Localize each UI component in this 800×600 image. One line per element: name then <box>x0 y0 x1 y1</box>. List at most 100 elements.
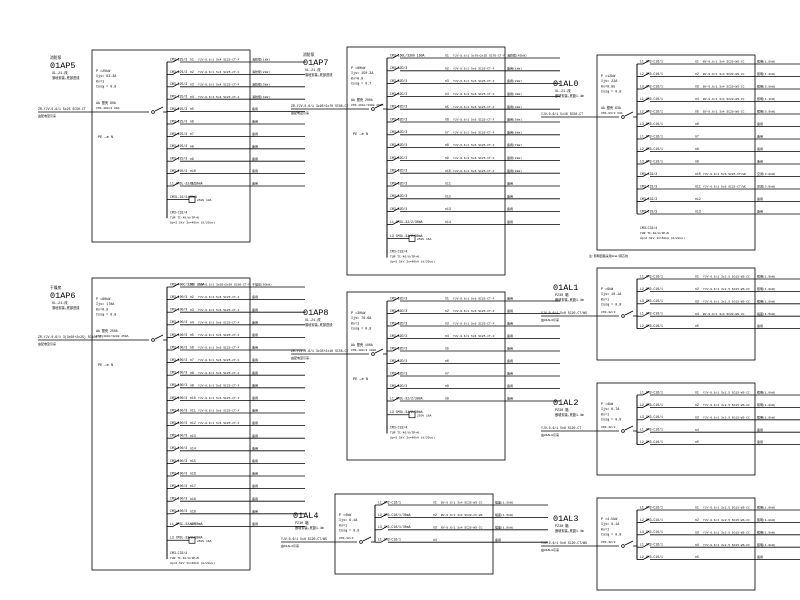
circuit-breaker-blade <box>392 220 400 225</box>
circuit-load-label: 空调(3.0kW) <box>757 171 776 176</box>
circuit-breaker-model: CM3-100/3 <box>170 408 187 412</box>
circuit-breaker-model: CM3-C32/3 <box>640 172 657 176</box>
circuit-number: n6 <box>190 120 194 124</box>
circuit-load-label: 消防泵(1kW) <box>252 57 270 62</box>
circuit-breaker-blade <box>392 92 400 97</box>
panel-enclosure <box>596 497 756 591</box>
circuit-breaker-blade <box>642 415 650 421</box>
circuit-load-label: 备用 <box>252 370 258 375</box>
circuit-load-label: 备用 <box>507 346 513 351</box>
circuit-breaker-blade <box>642 530 650 536</box>
circuit-load-label: 备用(6kW) <box>507 129 522 134</box>
circuit-breaker-blade <box>642 543 650 548</box>
circuit-number: n14 <box>445 220 451 224</box>
circuit-load-label: 备用 <box>252 420 258 425</box>
incoming-source-note: 由01AL0引来 <box>541 432 559 437</box>
circuit-breaker-model: L1 CM3-C16/1 <box>640 274 663 278</box>
incoming-source-note: 由配电室引来 <box>291 110 309 115</box>
main-switch-rating: CM3-32/3 <box>601 425 616 429</box>
circuit-cable-spec: YJV-0.6/1 3x95+2x50 SC80-CT-F <box>198 283 250 287</box>
circuit-load-label: 备用 <box>252 332 258 337</box>
circuit-breaker-model: CM3-32D/3 <box>390 207 407 211</box>
circuit-load-label: 备用(8kW) <box>507 155 522 160</box>
circuit-breaker-model: CM3-32D/3 <box>390 169 407 173</box>
circuit-breaker-model: L3 CM3-C16/1 <box>640 299 663 303</box>
circuit-number: n11 <box>445 182 451 186</box>
circuit-breaker-model: L2 CM3-C16/1/30mA <box>378 513 411 517</box>
circuit-breaker-blade <box>172 70 180 75</box>
circuit-breaker-model: L1 CM3-C16/1 <box>640 505 663 509</box>
main-breaker-blade <box>154 106 164 112</box>
load-parameter: Ijs= 76.6A <box>351 316 372 321</box>
circuit-cable-spec: YJV-0.6/1 5x6 SC25-CT-F <box>453 322 495 326</box>
circuit-number: n1 <box>190 58 194 62</box>
circuit-number: n12 <box>445 194 451 198</box>
main-breaker-label: AA 塑壳 63A <box>601 105 621 110</box>
circuit-load-label: 照明(1.0kW) <box>757 518 776 522</box>
circuit-number: n17 <box>190 484 196 488</box>
circuit-breaker-model: L1 CM3-C16/1 <box>378 500 401 504</box>
circuit-cable-spec: YJV-0.6/1 3x2.5 SC15-WS-CC <box>703 530 750 534</box>
circuit-number: n11 <box>190 409 196 413</box>
circuit-cable-spec: YJV-0.6/1 5x6 SC25-CT-F <box>453 334 495 338</box>
load-parameter: Kx=1 <box>96 80 104 84</box>
circuit-number: n9 <box>695 160 699 164</box>
circuit-breaker-blade <box>392 334 400 339</box>
main-breaker-contact-icon <box>371 352 375 356</box>
circuit-cable-spec: YJV-0.6/1 5x6 SC25-CT-F <box>198 308 240 312</box>
panel-id: 01AL2 <box>553 398 579 408</box>
circuit-breaker-model: CM3-32D/3 <box>390 321 407 325</box>
load-parameter: Ijs= 22A <box>601 79 618 84</box>
circuit-cable-spec: YJV-0.6/1 5x6 SC25-CT-F <box>198 333 240 337</box>
circuit-breaker-blade <box>380 501 388 506</box>
circuit-load-label: 备用 <box>252 496 258 501</box>
circuit-number: n1 <box>695 275 699 279</box>
load-parameter: P =4kW <box>601 402 614 407</box>
main-breaker-contact-icon <box>621 314 625 318</box>
surge-protector-type: TUR TI-40/8/3P+N <box>390 431 419 435</box>
circuit-breaker-model: L3 CM3-C16/1 <box>640 122 663 126</box>
circuit-load-label: 备用(5kW) <box>507 117 522 122</box>
load-parameter: Cosφ = 0.8 <box>601 91 621 95</box>
circuit-breaker-blade <box>642 110 650 115</box>
circuit-load-label: 备用 <box>252 106 258 111</box>
load-parameter: Kx=0.85 <box>601 85 615 89</box>
main-breaker-contact-icon <box>621 544 625 548</box>
surge-protector-model: CM3-C32/4 <box>170 210 187 214</box>
circuit-breaker-blade <box>642 147 650 152</box>
circuit-breaker-blade <box>380 513 388 518</box>
circuit-breaker-model: L1 CM3-C16/1 <box>640 134 663 138</box>
circuit-breaker-blade <box>172 95 180 100</box>
load-parameter: Kx=1 <box>601 298 609 302</box>
load-parameter: Kx=1 <box>351 322 359 326</box>
panel-installation-note: 嵌墙安装,底距1.4m <box>555 528 584 533</box>
circuit-breaker-blade <box>172 320 180 326</box>
circuit-breaker-blade <box>172 182 180 187</box>
circuit-breaker-model: L2 CM3-C16/1 <box>640 324 663 328</box>
main-breaker-blade <box>624 425 634 431</box>
circuit-cable-spec: BV-0.6/1 3x4 SC20-WS-CC <box>703 72 745 76</box>
circuit-number: n2 <box>695 72 699 76</box>
circuit-number: n5 <box>190 333 194 337</box>
circuit-number: n3 <box>445 79 449 83</box>
